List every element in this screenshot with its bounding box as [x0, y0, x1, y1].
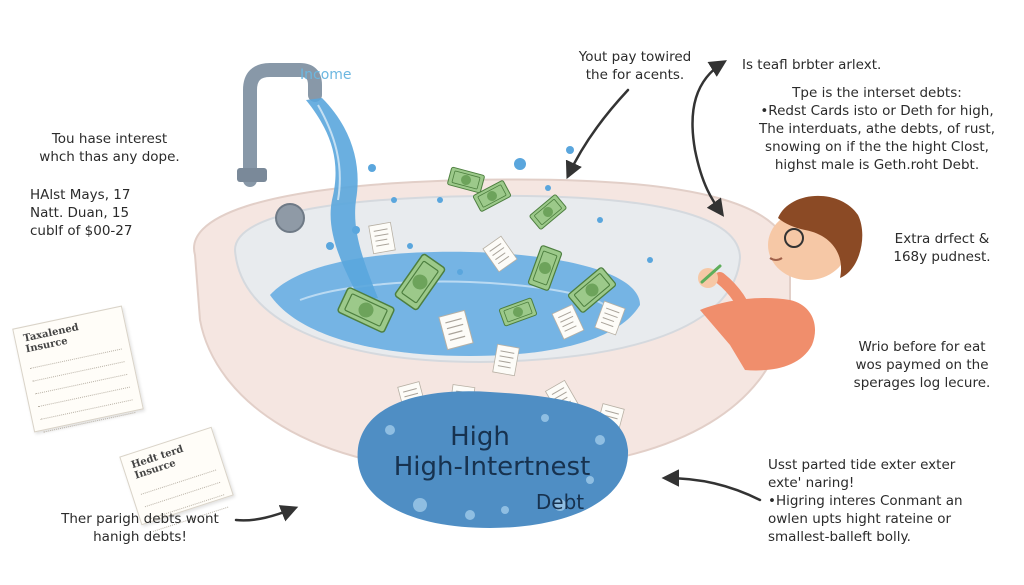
drain-icon — [275, 203, 305, 233]
insurance-document-left: Taxalened Insurce — [12, 305, 144, 433]
debt-pool-label-main: High-Intertnest — [393, 452, 591, 482]
annotation-right-lower: Wrio before for eat wos paymed on the sp… — [853, 339, 991, 391]
annotation-top-right-body: Tpe is the interset debts: •Redst Cards … — [758, 85, 996, 173]
debt-pool — [357, 391, 629, 528]
faucet-icon — [237, 63, 322, 187]
annotation-bottom-right: Usst parted tide exter exter exte' narin… — [768, 457, 963, 545]
annotation-top-center: Yout pay towired the for acents. — [578, 49, 692, 83]
debt-pool-label-top: High — [450, 422, 510, 452]
income-label: Income — [300, 67, 352, 83]
annotation-left-intro: Tou hase interest whch thas any dope. — [39, 131, 180, 165]
pen-icon — [700, 264, 722, 284]
debt-pool-label-bottom: Debt — [535, 490, 585, 514]
annotation-right-mid: Extra drfect & 168y pudnest. — [893, 231, 991, 265]
person-icon — [698, 195, 863, 371]
annotation-top-right-title: Is teafl brbter arlext. — [742, 57, 882, 73]
water-stream — [306, 98, 378, 300]
water-drop-icon — [326, 146, 653, 275]
annotation-bottom-left: Ther parigh debts wont hanigh debts! — [61, 511, 219, 545]
arrow-icon — [234, 60, 762, 522]
annotation-left-dates: HAlst Mays, 17 Natt. Duan, 15 cublf of $… — [30, 187, 133, 239]
